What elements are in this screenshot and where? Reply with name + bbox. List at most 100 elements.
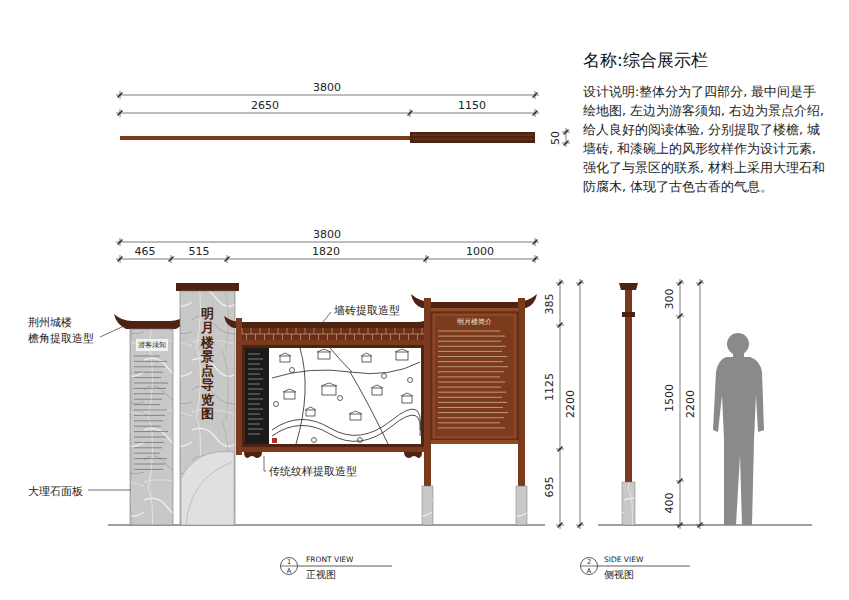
label-slot: 3800 [313,81,341,94]
label-slot: 设计说明:整体分为了四部分, 最中间是手绘地图, 左边为游客须知, 右边为景点介… [583,82,828,196]
brick-mortar [359,328,360,334]
map-road [296,348,305,444]
map-column-line [248,389,263,390]
dimension-slash [424,257,429,262]
intro-text-line [438,417,504,418]
map-tree [274,402,279,407]
map-house [318,352,330,359]
intro-board-inner [434,315,515,437]
pattern-bracket [404,452,422,458]
map-house-roof [395,349,409,352]
map-column-line [248,399,263,400]
dimension-slash [533,257,538,262]
leader-line [88,490,131,491]
map-tree [408,378,413,383]
notice-text-line [134,426,161,427]
dimension-slash [118,111,123,116]
dimension-text: 2650 [251,99,279,112]
brick-mortar [386,328,387,334]
notice-text-line [134,377,161,378]
notice-text-line [134,361,167,362]
view-marker-text: A [580,567,598,575]
dimension-slash [169,257,174,262]
dimension-text: 1125 [543,373,556,401]
dimension-text: 515 [189,245,210,258]
brick-mortar [395,328,396,334]
dimension-slash [225,257,230,262]
notice-text-line [134,469,163,470]
intro-text-line [438,366,508,367]
intro-text-line [438,356,507,357]
callout-label: 传统纹样提取造型 [269,464,357,479]
sheet-title: 名称:综合展示栏 [583,49,708,72]
view-marker-text: 1 [280,558,298,566]
dimension-line [560,279,561,529]
map-house [280,356,290,362]
map-column-line [248,384,260,385]
map-column-line [248,404,260,405]
dimension-slash [533,93,538,98]
view-title-line [298,566,392,567]
notice-text-line [134,442,164,443]
brick-mortar [372,334,373,340]
map-side-column [245,348,269,444]
dimension-text: 465 [135,245,156,258]
brick-mortar [287,328,288,334]
notice-text-line [134,393,164,394]
map-house-roof [371,385,383,388]
label-slot: 大理石面板 [28,484,83,499]
label-slot: 50 [549,131,562,145]
map-house [306,410,315,416]
map-road [350,372,388,444]
brick-mortar [296,328,297,334]
dimension-slash [558,323,563,328]
map-house-roof [361,353,372,356]
intro-text-line [438,412,508,413]
map-column-line [248,354,260,355]
notice-text-line [134,399,162,400]
marker-circle [281,558,298,575]
notice-text-line [134,372,163,373]
brick-mortar [413,328,414,334]
notice-text-line [134,366,165,367]
side-pole [625,290,632,482]
marble-base [422,486,433,525]
intro-board-face [431,312,518,440]
brick-mortar [390,334,391,340]
board-beam [431,308,518,312]
map-house [362,356,371,362]
brick-mortar [318,334,319,340]
intro-board: 明月楼简介 [431,312,518,440]
map-column-line [248,374,260,375]
plan-bar [120,136,410,140]
intro-text-line [438,397,502,398]
label-slot: 荆州城楼 檐角提取造型 [28,315,108,347]
view-marker-text: 2 [580,558,598,566]
label-slot: 695 [543,477,556,498]
brick-mortar [264,334,265,340]
dimension-slash [533,111,538,116]
board-post [424,298,431,486]
notice-text-line [134,410,167,411]
dimension-slash [118,257,123,262]
intro-text-line [438,402,507,403]
map-column-line [248,369,263,370]
title-slot: 名称:综合展示栏 [583,49,708,72]
view-title-line [598,566,690,567]
brick-mortar [255,334,256,340]
dimension-slash [558,523,563,528]
view-title: 侧视图 [604,568,634,582]
notice-text-line [134,464,165,465]
notice-panel: 游客须知 [130,331,173,525]
intro-text-line [438,336,505,337]
label-slot: 正视图 [306,568,336,582]
brick-mortar [368,328,369,334]
notice-text-line [134,420,163,421]
eave-roof [114,314,188,329]
intro-text-line [438,346,506,347]
label-slot: 2200 [564,390,577,418]
callout-label: 荆州城楼 檐角提取造型 [28,315,108,347]
intro-text-line [438,382,505,383]
dimension-slash [578,281,583,286]
